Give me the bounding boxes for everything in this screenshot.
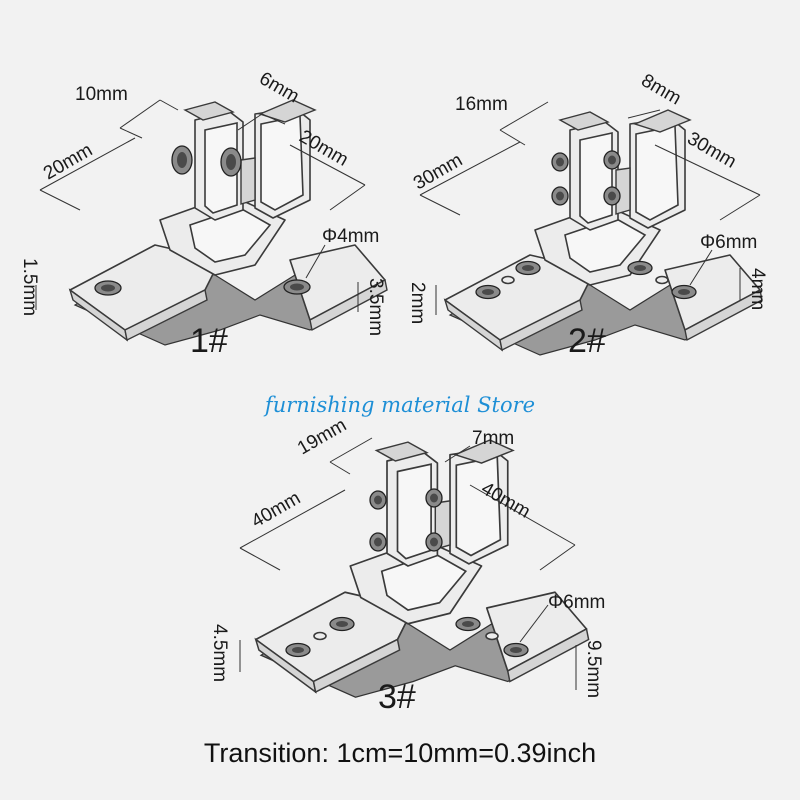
hole-marks [94,145,311,296]
part-number-label: 3# [378,678,416,716]
dimension-lines [239,437,577,690]
width-left-label: 10mm [75,84,128,105]
length-left-label: 20mm [40,140,96,185]
bracket-2: 16mm 8mm 30mm 30mm Φ6mm 2mm 4mm 2# [407,70,768,360]
width-left-label: 19mm [294,415,350,460]
thickness-left-label: 2mm [407,282,428,324]
thickness-right-label: 9.5mm [583,640,604,698]
unit-conversion-note: Transition: 1cm=10mm=0.39inch [204,738,596,768]
thickness-right-label: 4mm [747,268,768,310]
length-left-label: 40mm [248,488,304,533]
bracket-3: 19mm 7mm 40mm 40mm Φ6mm 4.5mm 9.5mm 3# [209,415,605,716]
width-right-label: 8mm [638,70,685,109]
width-left-label: 16mm [455,94,508,115]
part-number-label: 1# [190,322,228,360]
hole-diameter-label: Φ4mm [322,226,379,247]
thickness-left-label: 1.5mm [19,258,40,316]
dimension-lines [35,99,366,312]
hole-diameter-label: Φ6mm [548,592,605,613]
length-right-label: 30mm [684,128,740,173]
store-name: furnishing material Store [263,393,535,417]
hole-marks [285,488,529,658]
part-number-label: 2# [568,322,606,360]
dimension-lines [419,101,761,315]
length-left-label: 30mm [410,150,466,195]
width-right-label: 7mm [472,428,514,449]
bracket-1: 10mm 6mm 20mm 20mm Φ4mm 1.5mm 3.5mm 1# [19,68,388,360]
thickness-left-label: 4.5mm [209,624,230,682]
hole-diameter-label: Φ6mm [700,232,757,253]
hole-marks [475,150,697,300]
thickness-right-label: 3.5mm [365,278,386,336]
